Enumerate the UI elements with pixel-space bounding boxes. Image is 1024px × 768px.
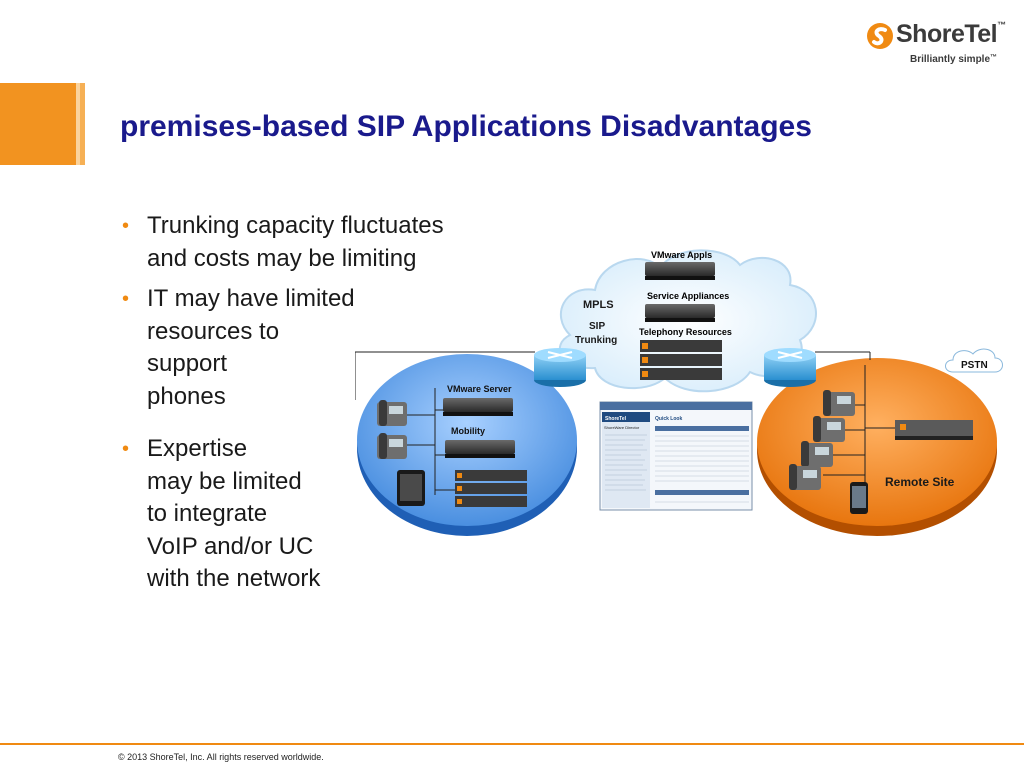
router-icon (764, 348, 816, 387)
director-screenshot: ShoreTel ShoreWare Director Quick Look (599, 401, 753, 511)
router-icon (534, 348, 586, 387)
vmware-server-icon (443, 398, 513, 416)
trunking-label: Trunking (575, 335, 617, 346)
bullet-item: • Expertise may be limited to integrate … (118, 433, 518, 596)
vmware-server-label: VMware Server (447, 384, 512, 394)
bullet-list: • Trunking capacity fluctuates and costs… (118, 210, 518, 604)
ip-phone-icon (823, 390, 855, 416)
cloud-server-icon (645, 304, 715, 322)
ip-phone-icon (377, 433, 407, 459)
band-left-block (0, 83, 76, 165)
telephony-resources-label: Telephony Resources (639, 327, 732, 337)
sip-label: SIP (589, 321, 605, 332)
cloud-server-stack-icon (640, 340, 722, 380)
mobility-server-icon (445, 440, 515, 458)
ip-phone-icon (377, 400, 407, 426)
bullet-text: Expertise may be limited to integrate Vo… (147, 435, 321, 592)
footer-copyright: © 2013 ShoreTel, Inc. All rights reserve… (118, 752, 324, 762)
cloud-server-icon (645, 262, 715, 280)
shoretel-swirl-icon (867, 23, 893, 49)
smartphone-icon (850, 482, 868, 514)
cloud-title-label: VMware Appls (651, 250, 712, 260)
bullet-text: Trunking capacity fluctuates and costs m… (147, 212, 444, 272)
footer-rule (0, 743, 1024, 745)
network-diagram: VMware Appls Service Appliances MPLS SIP… (355, 249, 1003, 536)
remote-appliance-icon (895, 420, 973, 440)
mpls-label: MPLS (583, 299, 614, 311)
pstn-label: PSTN (961, 360, 988, 371)
bullet-dot-icon: • (122, 288, 130, 310)
band-stripe (76, 83, 80, 165)
mobility-label: Mobility (451, 426, 485, 436)
service-appliances-label: Service Appliances (647, 291, 729, 301)
bullet-text: IT may have limited resources to support… (147, 285, 355, 410)
mpls-cloud: VMware Appls Service Appliances MPLS SIP… (558, 249, 817, 393)
bullet-item: • Trunking capacity fluctuates and costs… (118, 210, 518, 275)
shoretel-logo: ShoreTel™ Brilliantly simple™ (862, 18, 1006, 70)
logo-name: ShoreTel™ (896, 20, 1006, 48)
band-title-area (85, 83, 1024, 165)
bullet-dot-icon: • (122, 438, 130, 460)
ip-phone-icon (789, 464, 821, 490)
remote-site-label: Remote Site (885, 475, 955, 489)
bullet-dot-icon: • (122, 215, 130, 237)
director-panel-label: Quick Look (655, 416, 682, 422)
slide-title: premises-based SIP Applications Disadvan… (120, 110, 812, 143)
ip-phone-icon (813, 416, 845, 442)
title-band (0, 83, 1024, 165)
logo-tagline: Brilliantly simple™ (910, 54, 998, 65)
tablet-icon (397, 470, 425, 506)
ip-phone-icon (801, 441, 833, 467)
bullet-item: • IT may have limited resources to suppo… (118, 283, 518, 413)
director-heading-label: ShoreWare Director (604, 425, 640, 430)
pstn-cloud: PSTN (945, 348, 1003, 373)
network-links (355, 351, 895, 505)
band-stripe (80, 83, 85, 165)
director-app-label: ShoreTel (605, 416, 627, 422)
server-stack-icon (455, 470, 527, 507)
